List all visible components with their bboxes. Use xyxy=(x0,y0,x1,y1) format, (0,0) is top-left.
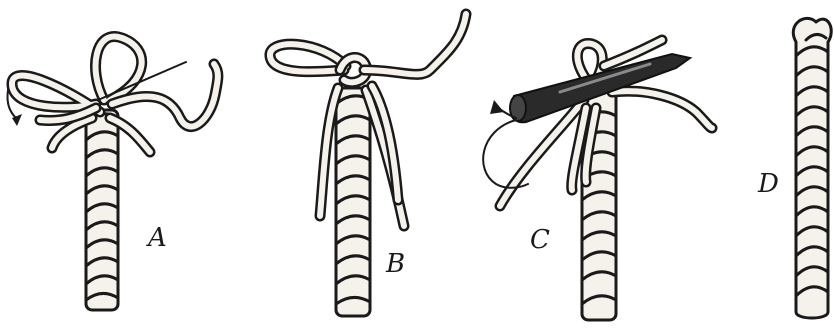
figure-a-label: A xyxy=(146,223,167,253)
figure-a: A xyxy=(7,36,217,310)
figure-d-braid xyxy=(793,18,831,318)
figure-d-label: D xyxy=(757,169,779,199)
figure-a-rope xyxy=(86,110,118,310)
figure-b-label: B xyxy=(385,249,405,279)
figure-c: C xyxy=(483,40,712,320)
figure-b-rope xyxy=(336,88,370,316)
figure-b: B xyxy=(270,14,466,316)
figure-c-label: C xyxy=(530,225,550,255)
figure-d: D xyxy=(757,18,831,318)
